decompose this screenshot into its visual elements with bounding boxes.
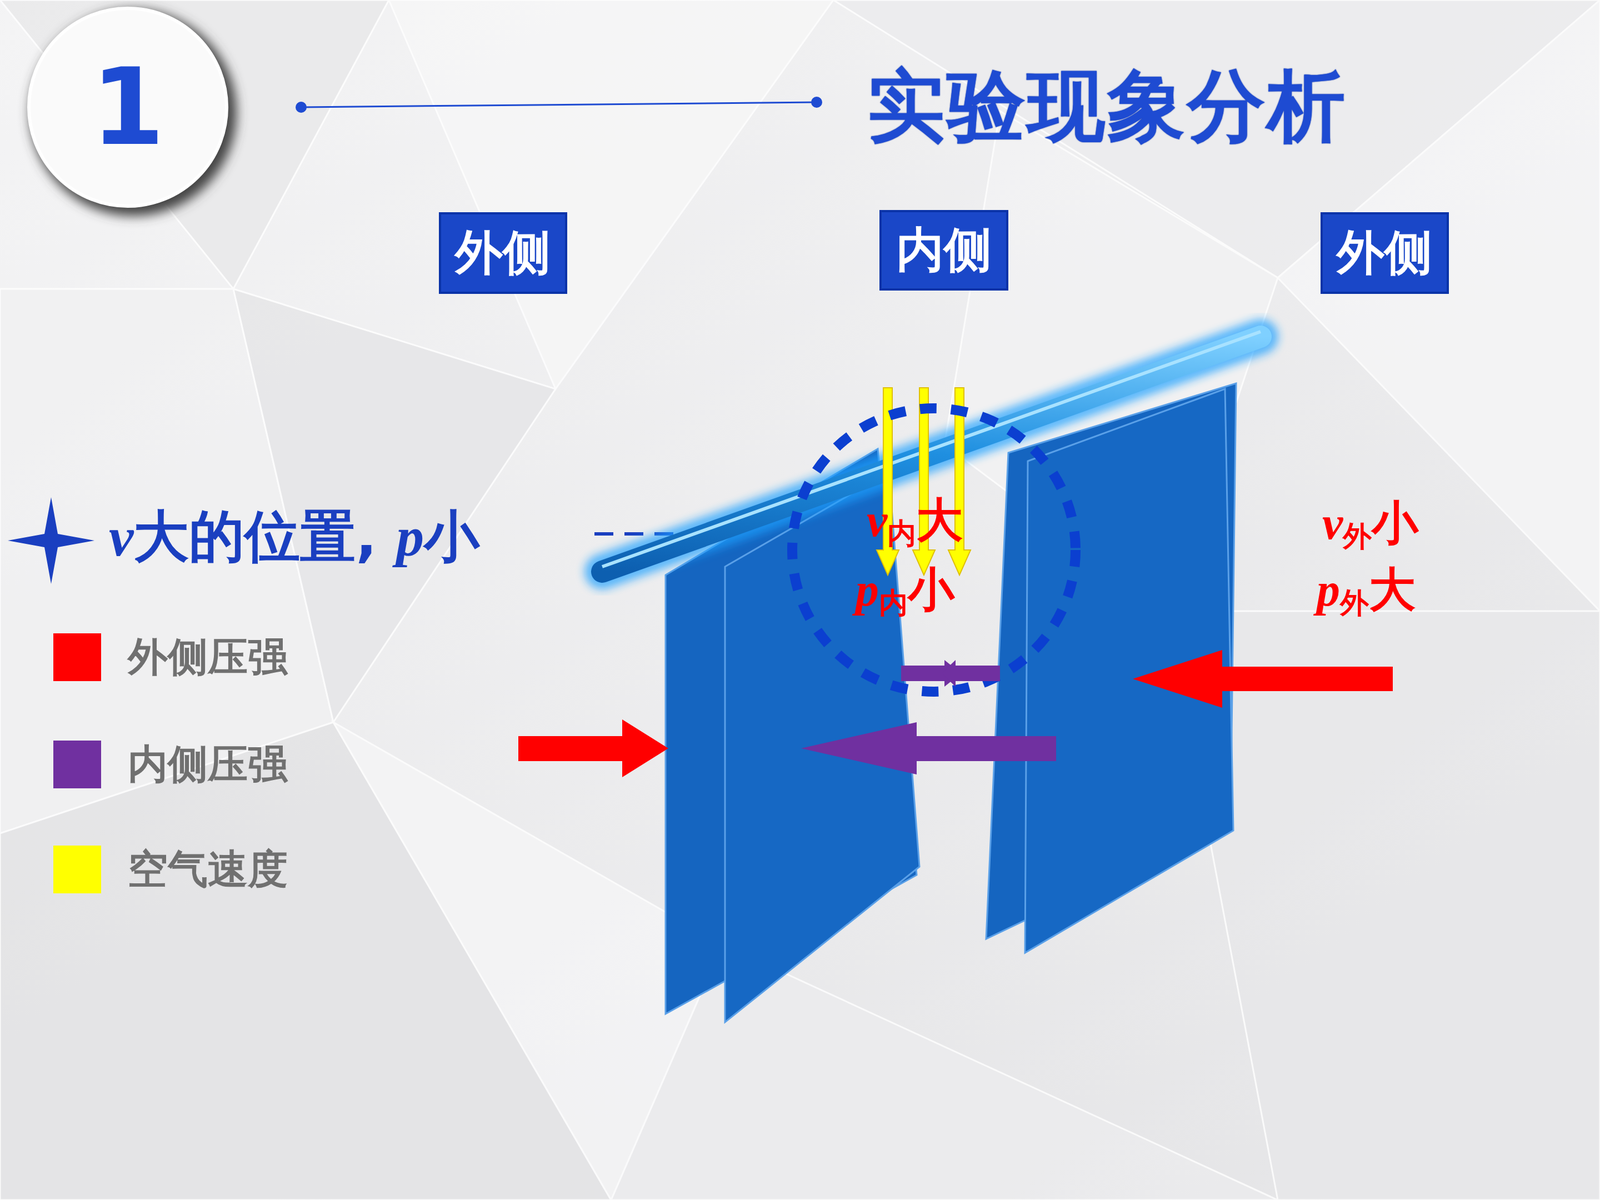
side-label-box: 内侧 xyxy=(879,210,1009,291)
inner-speed: v内大 xyxy=(866,488,963,554)
legend-swatch xyxy=(53,633,102,682)
side-label: 外侧 xyxy=(1336,220,1433,286)
side-label-box: 外侧 xyxy=(1320,212,1449,294)
legend-item: 内侧压强 xyxy=(53,737,288,792)
outer-pressure-arrows xyxy=(518,650,1393,778)
badge-circle xyxy=(28,8,227,207)
legend-text: 外侧压强 xyxy=(127,630,288,684)
legend-item: 外侧压强 xyxy=(53,630,288,684)
dotted-circle xyxy=(792,408,1076,692)
title: 实验现象分析 xyxy=(867,54,1348,160)
side-label: 内侧 xyxy=(896,217,992,283)
rod xyxy=(602,336,1261,572)
legend-item: 空气速度 xyxy=(53,842,288,897)
principle-note: v大的位置, p小 xyxy=(108,500,480,575)
side-label: 外侧 xyxy=(455,220,551,286)
outer-pressure: p外大 xyxy=(1316,558,1416,623)
title-line-dot xyxy=(811,96,823,108)
inner-pressure-arrows xyxy=(801,660,1057,775)
section-number: 1 xyxy=(91,46,165,169)
rod-glow xyxy=(602,336,1261,572)
number-badge: 1 xyxy=(44,23,212,191)
legend-swatch xyxy=(53,845,102,894)
star-symbol xyxy=(7,497,95,584)
title-line xyxy=(301,102,817,108)
paper-sheets xyxy=(665,383,1237,1023)
legend-text: 空气速度 xyxy=(127,842,288,897)
legend-swatch xyxy=(53,740,102,789)
outer-speed: v外小 xyxy=(1322,491,1419,557)
rod-highlight xyxy=(602,331,1261,567)
title-line-dot xyxy=(295,101,307,113)
legend-text: 内侧压强 xyxy=(127,737,288,792)
inner-pressure: p内小 xyxy=(855,558,955,623)
side-label-box: 外侧 xyxy=(438,212,568,294)
